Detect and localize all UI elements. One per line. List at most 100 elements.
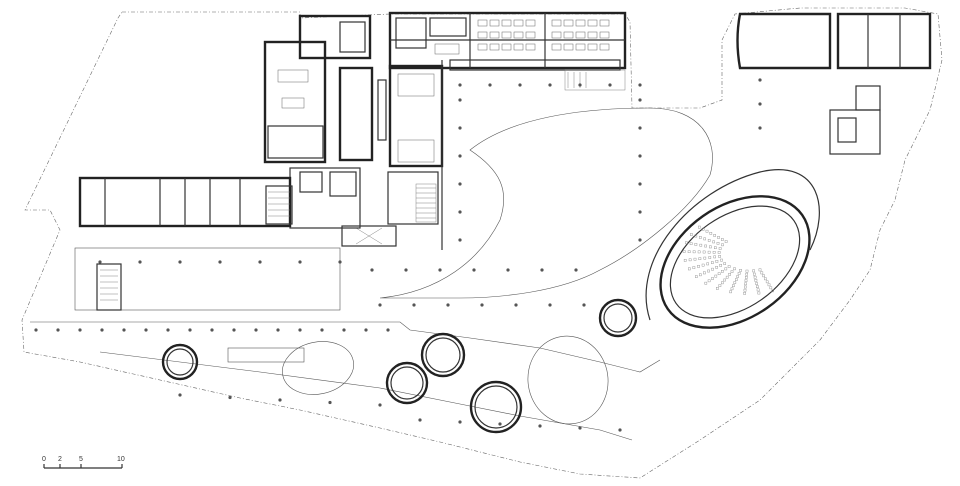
column-dot: [232, 328, 236, 332]
column-dot: [574, 268, 578, 272]
auditorium-seat: [735, 278, 738, 281]
auditorium-seat: [703, 271, 706, 275]
column-dot: [338, 260, 342, 264]
auditorium-seat: [767, 283, 771, 287]
column-dot: [276, 328, 280, 332]
column-dot: [638, 154, 642, 158]
auditorium-seat: [698, 225, 701, 229]
column-dot: [98, 260, 102, 264]
auditorium-seat: [711, 261, 714, 264]
auditorium-seat: [712, 250, 716, 254]
auditorium-seat: [744, 282, 747, 286]
auditorium-seat: [730, 270, 734, 273]
column-dot: [548, 303, 552, 307]
auditorium-seat: [730, 287, 734, 291]
left-wing: [74, 176, 341, 311]
column-dot: [638, 182, 642, 186]
column-dot: [342, 328, 346, 332]
column-dot: [320, 328, 324, 332]
column-dot: [480, 303, 484, 307]
auditorium-seat: [715, 266, 718, 269]
column-dot: [298, 328, 302, 332]
column-dot: [540, 268, 544, 272]
column-dot: [608, 83, 612, 87]
column-dot: [638, 98, 642, 102]
scale-bar: 0 2 5 10: [42, 456, 125, 469]
auditorium-seat: [771, 289, 774, 293]
auditorium-seat: [764, 277, 767, 281]
auditorium-seat: [758, 268, 762, 272]
auditorium-seat: [716, 287, 719, 290]
auditorium-seat: [698, 257, 702, 261]
auditorium-seat: [715, 260, 719, 263]
column-dot: [78, 328, 82, 332]
column-dot: [638, 210, 642, 214]
column-dot: [138, 260, 142, 264]
column-dot: [166, 328, 170, 332]
auditorium-seat: [723, 278, 726, 282]
auditorium-seat: [727, 265, 731, 268]
auditorium-seat: [721, 270, 724, 273]
column-dot: [758, 102, 762, 106]
auditorium-seat: [744, 285, 747, 289]
courtyard-outline: [379, 107, 713, 299]
column-dot: [370, 268, 374, 272]
auditorium-seat: [683, 259, 687, 262]
column-dot: [144, 328, 148, 332]
auditorium-seat: [690, 233, 693, 236]
column-dot: [278, 398, 282, 402]
column-dot: [122, 328, 126, 332]
column-dot: [458, 238, 462, 242]
desk-grid-b: [551, 19, 610, 51]
column-dot: [578, 83, 582, 87]
auditorium-seat: [729, 290, 732, 294]
column-dot: [578, 426, 582, 430]
site-boundary: [21, 7, 943, 479]
auditorium-seat: [720, 258, 723, 262]
auditorium-seat: [694, 234, 698, 238]
auditorium-seat: [704, 281, 708, 285]
column-dot: [34, 328, 38, 332]
auditorium-seat: [704, 244, 707, 248]
auditorium-seat: [718, 247, 722, 250]
auditorium-seat: [717, 272, 721, 276]
auditorium-seat: [692, 266, 696, 269]
auditorium-seat: [721, 243, 724, 247]
auditorium-seat: [682, 250, 686, 253]
auditorium-seat: [723, 262, 726, 265]
auditorium-seat: [717, 251, 721, 254]
column-dot: [378, 303, 382, 307]
auditorium-seat: [714, 246, 717, 250]
column-dot: [618, 428, 622, 432]
column-dot: [458, 182, 462, 186]
auditorium-seat: [692, 250, 696, 254]
central-hall: [298, 14, 444, 250]
auditorium-seat: [756, 288, 760, 292]
auditorium-seat: [695, 275, 698, 278]
auditorium-seat: [688, 258, 692, 262]
auditorium-seat: [721, 281, 724, 285]
auditorium-seat: [769, 286, 773, 290]
column-dot: [458, 154, 462, 158]
auditorium-seat: [699, 236, 702, 239]
upper-block: [388, 11, 627, 91]
column-dot: [488, 83, 492, 87]
auditorium-seat: [724, 267, 728, 271]
auditorium-seat: [739, 269, 742, 272]
auditorium-seat: [743, 292, 746, 295]
column-dot: [458, 98, 462, 102]
auditorium-seat: [732, 284, 735, 288]
auditorium-seat: [721, 238, 724, 241]
column-dot: [446, 303, 450, 307]
column-dot: [404, 268, 408, 272]
auditorium-seat: [762, 274, 765, 278]
column-dot: [254, 328, 258, 332]
auditorium-seat: [745, 272, 748, 276]
west-office: [263, 40, 361, 229]
auditorium-seat: [713, 255, 716, 259]
auditorium-seat: [753, 272, 756, 276]
auditorium-seat: [707, 279, 711, 283]
auditorium-seat: [728, 273, 731, 276]
auditorium-seat: [685, 241, 688, 245]
column-dot: [638, 238, 642, 242]
